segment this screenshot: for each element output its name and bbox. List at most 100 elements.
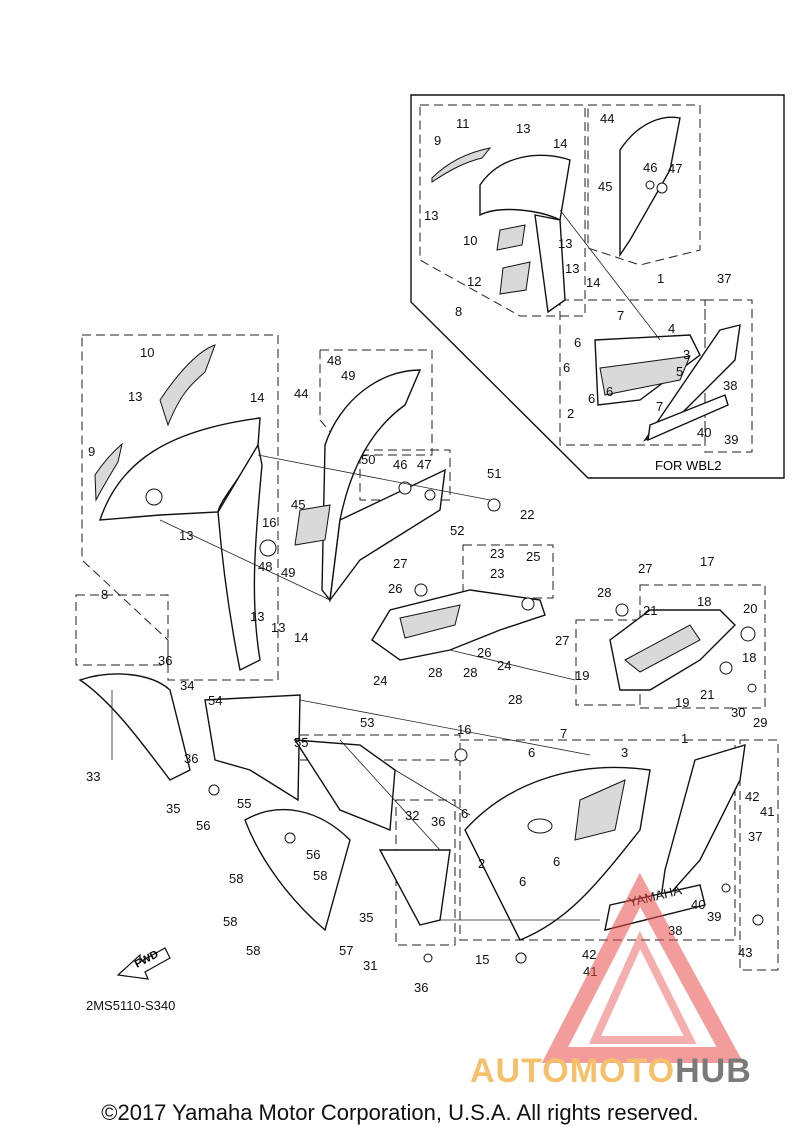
callout: 48: [327, 353, 341, 368]
callout: 30: [731, 705, 745, 720]
leader-lines: [111, 209, 661, 921]
callout: 28: [463, 665, 477, 680]
callout: 15: [475, 952, 489, 967]
callout: 35: [359, 910, 373, 925]
inset-panel: [410, 94, 785, 479]
callout: 56: [306, 847, 320, 862]
callout: 57: [339, 943, 353, 958]
callout: 13: [179, 528, 193, 543]
callout: 17: [700, 554, 714, 569]
callout: 11: [456, 116, 470, 131]
callout: 4: [668, 321, 675, 336]
callout: 3: [621, 745, 628, 760]
callout: 36: [158, 653, 172, 668]
callouts: 9 11 13 14 44 46 47 45 13 10 13 13 12 14…: [86, 111, 774, 995]
hardware: [208, 481, 764, 964]
callout: 13: [271, 620, 285, 635]
callout: 35: [166, 801, 180, 816]
callout: 48: [258, 559, 272, 574]
callout: 16: [457, 722, 471, 737]
callout: 24: [373, 673, 387, 688]
callout: 47: [417, 457, 431, 472]
callout: 27: [638, 561, 652, 576]
callout: 58: [246, 943, 260, 958]
callout: 46: [643, 160, 657, 175]
callout: 14: [294, 630, 308, 645]
callout: 42: [745, 789, 759, 804]
callout: 33: [86, 769, 100, 784]
watermark-hub: HUB: [675, 1052, 752, 1090]
callout: 13: [424, 208, 438, 223]
callout: 58: [229, 871, 243, 886]
callout: 36: [184, 751, 198, 766]
callout: 18: [742, 650, 756, 665]
callout: 6: [461, 806, 468, 821]
callout: 8: [455, 304, 462, 319]
callout: 58: [313, 868, 327, 883]
callout: 29: [753, 715, 767, 730]
reference-code: 2MS5110-S340: [86, 998, 176, 1013]
callout: 23: [490, 546, 504, 561]
callout: 55: [294, 735, 308, 750]
callout: 10: [140, 345, 154, 360]
callout: 44: [600, 111, 614, 126]
callout: 52: [450, 523, 464, 538]
callout: 6: [528, 745, 535, 760]
callout: 3: [683, 347, 690, 362]
callout: 6: [553, 854, 560, 869]
callout: 34: [180, 678, 194, 693]
callout: 18: [697, 594, 711, 609]
callout: 40: [697, 425, 711, 440]
duct-bracket: [371, 589, 736, 691]
callout: 37: [748, 829, 762, 844]
side-cowling-main: [464, 744, 746, 941]
callout: 25: [526, 549, 540, 564]
watermark-moto: MOTO: [569, 1052, 676, 1090]
callout: 43: [738, 945, 752, 960]
callout: 6: [606, 384, 613, 399]
fwd-arrow-icon: FWD: [116, 947, 171, 980]
callout: 56: [196, 818, 210, 833]
callout: 13: [558, 236, 572, 251]
callout: 42: [582, 947, 596, 962]
callout: 9: [88, 444, 95, 459]
callout: 16: [262, 515, 276, 530]
side-inner-panel: [294, 369, 446, 603]
front-cowling: [94, 344, 277, 672]
callout: 20: [743, 601, 757, 616]
watermark-text: AUTOMOTOHUB: [470, 1052, 800, 1091]
callout: 8: [101, 587, 108, 602]
callout: 19: [675, 695, 689, 710]
watermark-auto: AUTO: [470, 1052, 570, 1090]
callout: 39: [724, 432, 738, 447]
callout: 28: [508, 692, 522, 707]
callout: 47: [668, 161, 682, 176]
inset-caption: FOR WBL2: [655, 458, 721, 473]
callout: 9: [434, 133, 441, 148]
callout: 46: [393, 457, 407, 472]
callout: 28: [428, 665, 442, 680]
callout: 36: [431, 814, 445, 829]
callout: 27: [555, 633, 569, 648]
callout: 7: [656, 399, 663, 414]
callout: 49: [281, 565, 295, 580]
callout: 58: [223, 914, 237, 929]
callout: 1: [657, 271, 664, 286]
callout: 44: [294, 386, 308, 401]
callout: 39: [707, 909, 721, 924]
callout: 41: [760, 804, 774, 819]
callout: 6: [574, 335, 581, 350]
callout: 54: [208, 693, 222, 708]
callout: 13: [565, 261, 579, 276]
callout: 38: [723, 378, 737, 393]
callout: 45: [291, 497, 305, 512]
watermark-triangle-icon: [541, 872, 744, 1063]
callout: 14: [553, 136, 567, 151]
callout: 51: [487, 466, 501, 481]
callout: 6: [563, 360, 570, 375]
callout: 21: [700, 687, 714, 702]
callout: 19: [575, 668, 589, 683]
callout: 5: [676, 364, 683, 379]
callout: 6: [519, 874, 526, 889]
